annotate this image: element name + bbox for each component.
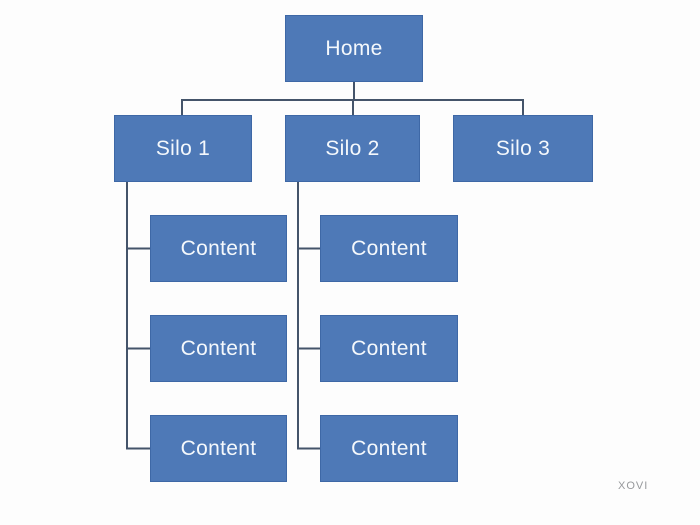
silo-2-content-box-3: Content: [320, 415, 458, 482]
silo-3-box: Silo 3: [453, 115, 593, 182]
silo-2-box: Silo 2: [285, 115, 420, 182]
silo-2-content-box-2: Content: [320, 315, 458, 382]
connector-silo-2-spine: [297, 182, 320, 450]
connector-silo-1-spine: [126, 182, 150, 450]
home-box: Home: [285, 15, 423, 82]
silo-1-content-box-3: Content: [150, 415, 287, 482]
xovi-watermark: XOVI: [618, 480, 649, 492]
silo-1-content-box-2: Content: [150, 315, 287, 382]
silo-1-content-box-1: Content: [150, 215, 287, 282]
silo-2-content-box-1: Content: [320, 215, 458, 282]
silo-1-box: Silo 1: [114, 115, 252, 182]
